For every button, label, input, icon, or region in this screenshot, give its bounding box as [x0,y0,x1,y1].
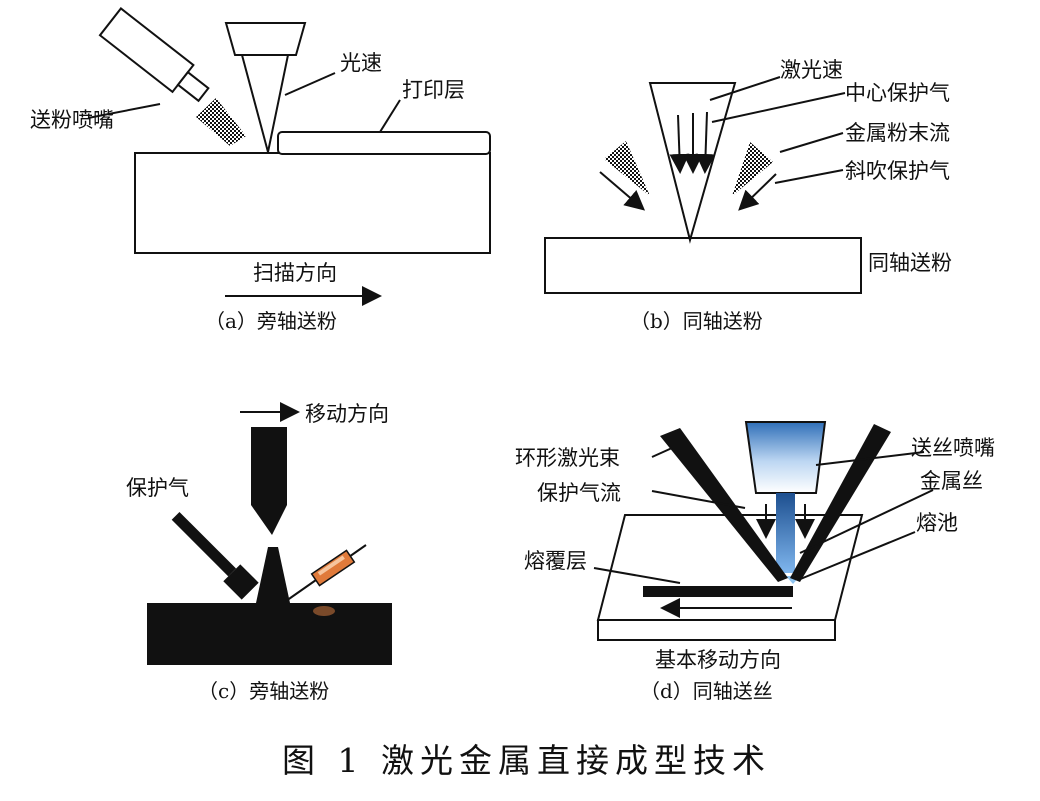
caption-c: （c）旁轴送粉 [198,679,329,703]
laser-beam-cone [240,54,290,153]
powder-flow-right [732,142,773,196]
caption-b: （b）同轴送粉 [630,309,763,333]
label-wire: 金属丝 [920,469,983,493]
panel-c: 移动方向 保护气 （c）旁轴送粉 [126,402,392,703]
label-move-direction: 基本移动方向 [655,648,781,672]
label-scan-direction: 扫描方向 [253,261,337,285]
label-move-direction: 移动方向 [305,402,389,426]
caption-d: （d）同轴送丝 [640,679,773,703]
label-wire-nozzle: 送丝喷嘴 [911,436,995,460]
ring-beam-right [790,424,891,582]
melt-glow [313,606,335,616]
substrate-block [134,152,491,254]
substrate-block [147,603,392,665]
side-gas-arrow-right [738,173,777,211]
label-center-gas: 中心保护气 [845,81,950,105]
label-melt-pool: 熔池 [916,511,958,535]
laser-head [251,427,287,505]
print-layer [277,131,491,155]
shield-gas-nozzle [171,511,259,600]
label-beam: 光速 [340,51,382,75]
panel-a: 送粉喷嘴 光速 打印层 扫描方向 （a）旁轴送粉 [30,7,491,333]
label-ring-beam: 环形激光束 [515,446,620,470]
label-powder-flow: 金属粉末流 [845,121,950,145]
melt-cone [256,547,290,603]
panel-d: 环形激光束 保护气流 送丝喷嘴 金属丝 熔池 熔覆层 基本移动方向 （d）同轴送… [515,421,995,703]
label-shield-gas: 保护气 [126,476,189,500]
powder-nozzle [98,7,210,103]
wire-nozzle [744,421,827,494]
label-coaxial: 同轴送粉 [868,251,952,275]
side-gas-arrow-left [599,171,646,211]
substrate-block [544,237,862,294]
powder-stream [196,98,246,146]
label-powder-nozzle: 送粉喷嘴 [30,108,114,132]
label-clad-layer: 熔覆层 [524,549,587,573]
caption-a: （a）旁轴送粉 [205,309,337,333]
center-beam [776,493,795,573]
clad-layer [643,586,793,597]
wire-feeder [310,549,356,587]
substrate-edge [597,619,836,641]
panel-b: 激光速 中心保护气 金属粉末流 斜吹保护气 同轴送粉 （b）同轴送粉 [544,58,952,333]
label-print-layer: 打印层 [402,78,465,102]
laser-head [224,22,307,56]
label-side-gas: 斜吹保护气 [845,159,950,183]
figure-title: 图 1 激光金属直接成型技术 [282,741,771,780]
powder-flow-left [604,141,650,196]
laser-tip [251,505,287,535]
label-gas-flow: 保护气流 [537,481,621,505]
label-laser-beam: 激光速 [780,58,843,82]
